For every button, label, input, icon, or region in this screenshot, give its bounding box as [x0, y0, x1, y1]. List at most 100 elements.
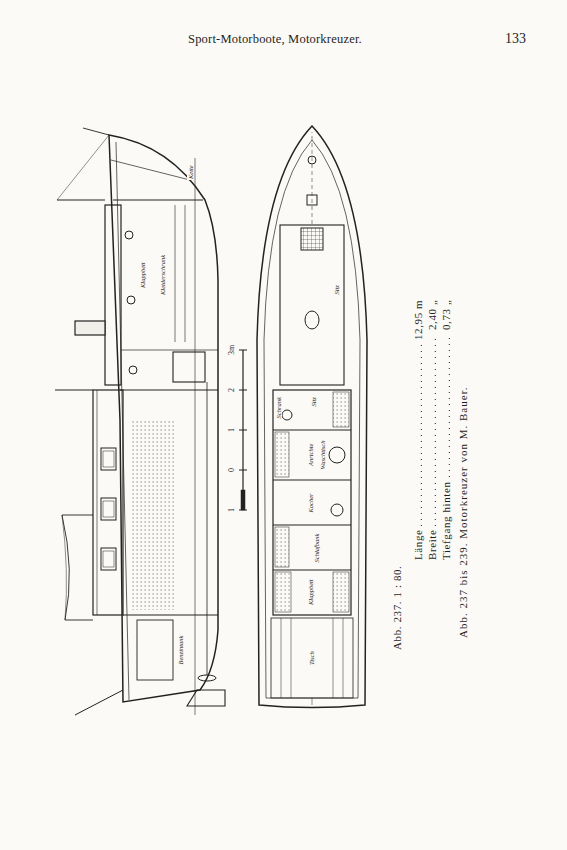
- dimension-value: 2,40 „: [426, 300, 439, 330]
- drawing-stroke: [109, 135, 218, 702]
- scale-bar: [239, 350, 247, 510]
- drawing-stroke: [62, 515, 66, 620]
- drawing-stroke: [275, 432, 289, 477]
- drawing-stroke: [175, 205, 176, 342]
- scale-number: 2: [227, 387, 236, 393]
- part-label: Schlafbank: [313, 533, 320, 564]
- drawing-stroke: [273, 390, 351, 615]
- page-number: 133: [505, 31, 526, 47]
- scale-number: 3m: [227, 344, 236, 356]
- drawing-stroke: [329, 447, 345, 463]
- drawing-stroke: [57, 135, 109, 200]
- part-label: Kocher: [307, 492, 314, 513]
- drawing-stroke: [291, 618, 292, 698]
- drawing-stroke: [195, 158, 196, 715]
- rotated-plate: Abb. 237 bis 239. Motorkreuzer von M. Ba…: [75, 120, 475, 720]
- drawing-stroke: [97, 390, 98, 615]
- drawing-stroke: [103, 451, 114, 467]
- drawing-stroke: [173, 352, 205, 382]
- drawing-stroke: [305, 311, 319, 329]
- part-label: Benzintank: [177, 635, 184, 666]
- part-label: Waschtisch: [319, 439, 326, 470]
- drawing-stroke: [343, 618, 344, 698]
- drawing-stroke: [239, 510, 247, 511]
- deck-plan: [257, 126, 367, 708]
- drawing-stroke: [75, 321, 105, 335]
- drawing-stroke: [273, 480, 351, 481]
- drawing-stroke: [57, 199, 105, 200]
- drawing-stroke: [333, 392, 349, 427]
- drawing-stroke: [333, 618, 334, 698]
- part-label: Tisch: [308, 650, 315, 666]
- drawing-stroke: [257, 126, 367, 708]
- drawing-stroke: [275, 572, 291, 612]
- side-profile: [55, 128, 225, 715]
- drawing-stroke: [121, 350, 218, 351]
- drawing-stroke: [312, 698, 313, 705]
- drawing-stroke: [101, 548, 116, 570]
- drawing-stroke: [273, 430, 351, 431]
- dimension-value: 0,73 „: [440, 300, 453, 330]
- drawing-stroke: [62, 515, 93, 620]
- dimension-value: 12,95 m: [412, 300, 425, 340]
- drawing-stroke: [331, 504, 343, 516]
- drawing-stroke: [125, 231, 133, 239]
- part-label: Klappbett: [307, 578, 314, 606]
- scale-number: 0: [227, 467, 236, 473]
- drawing-stroke: [131, 420, 175, 610]
- drawing-stroke: [103, 551, 114, 567]
- drawing-stroke: [273, 570, 351, 571]
- scale-number: 1: [227, 507, 236, 513]
- drawing-stroke: [282, 410, 292, 420]
- drawing-stroke: [113, 200, 203, 201]
- scale-number: 1: [227, 427, 236, 433]
- part-label: Sitz: [333, 284, 340, 295]
- drawing-stroke: [83, 128, 109, 135]
- drawing-stroke: [312, 132, 313, 224]
- dot-leader: [421, 344, 422, 526]
- drawing-stroke: [137, 620, 173, 680]
- drawing-stroke: [239, 430, 247, 431]
- dot-leader: [449, 334, 450, 477]
- dimension-name: Länge: [412, 530, 425, 560]
- drawing-stroke: [241, 490, 245, 510]
- dimension-name: Tiefgang hinten: [440, 481, 453, 560]
- drawing-stroke: [239, 350, 247, 351]
- drawing-stroke: [275, 527, 289, 567]
- drawing-stroke: [280, 225, 344, 385]
- drawing-stroke: [333, 572, 349, 612]
- part-label: Sitz: [310, 396, 317, 407]
- part-label: Kleiderschrank: [159, 254, 166, 296]
- drawing-stroke: [185, 205, 186, 342]
- part-label: Anrichte: [307, 443, 314, 467]
- drawing-stroke: [301, 228, 323, 250]
- part-label: Klappbett: [139, 261, 146, 289]
- drawing-stroke: [111, 160, 190, 180]
- drawing-stroke: [239, 470, 247, 471]
- dimension-name: Breite: [426, 530, 439, 560]
- drawing-stroke: [103, 501, 114, 517]
- drawing-stroke: [120, 390, 218, 391]
- drawing-stroke: [123, 615, 218, 616]
- drawing-stroke: [75, 690, 123, 715]
- drawing-stroke: [239, 390, 247, 391]
- part-label: Schrank: [275, 396, 282, 419]
- drawing-stroke: [198, 675, 216, 681]
- drawing-stroke: [55, 390, 93, 391]
- dot-leaders: [75, 120, 475, 720]
- drawing-stroke: [101, 448, 116, 470]
- running-head: Sport-Motorboote, Motorkreuzer.: [188, 32, 362, 46]
- drawing-stroke: [101, 498, 116, 520]
- drawing-stroke: [127, 296, 135, 304]
- drawing-stroke: [129, 366, 137, 374]
- boat-drawing: [75, 120, 475, 720]
- figure-number: Abb. 237. 1 : 80.: [391, 566, 404, 650]
- part-label: Kette: [187, 164, 194, 180]
- dot-leader: [435, 334, 436, 526]
- drawing-stroke: [273, 525, 351, 526]
- drawing-stroke: [207, 382, 208, 675]
- drawing-stroke: [93, 390, 123, 615]
- drawing-stroke: [105, 205, 121, 385]
- figure-caption: Abb. 237 bis 239. Motorkreuzer von M. Ba…: [457, 387, 470, 638]
